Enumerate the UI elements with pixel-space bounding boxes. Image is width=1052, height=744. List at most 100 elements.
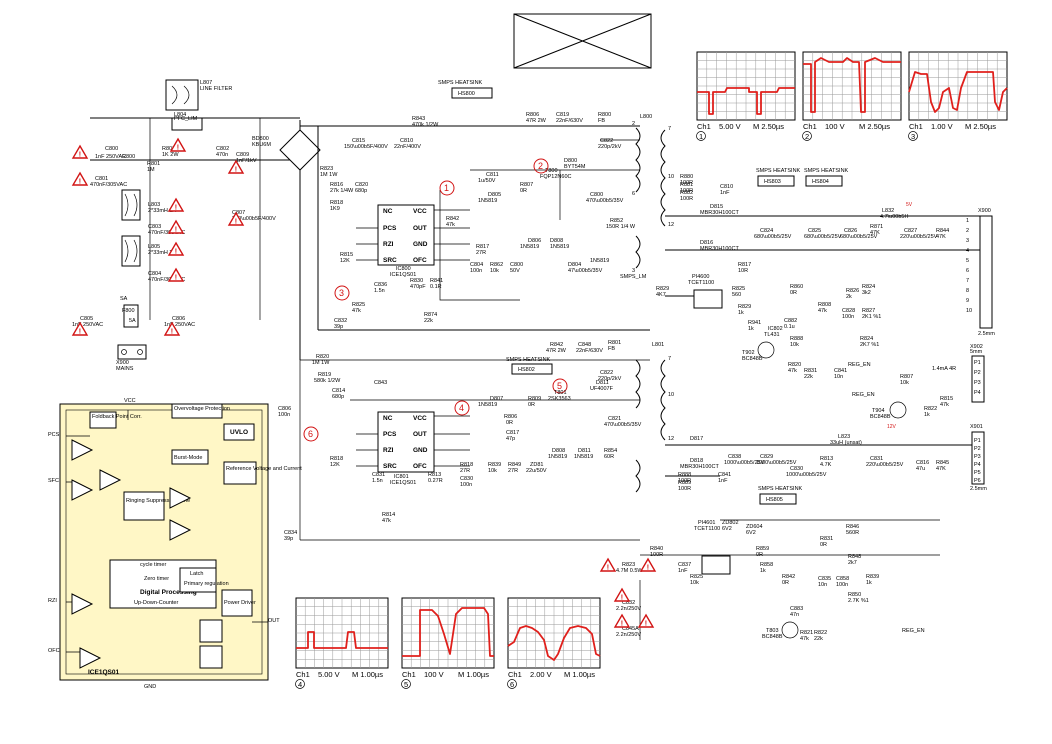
svg-text:SFC: SFC [48,478,59,484]
svg-text:R822: R822 [814,630,827,636]
warning-icon: ! [227,159,245,174]
svg-text:R823: R823 [320,166,333,172]
svg-text:39p: 39p [284,536,293,542]
svg-text:C882: C882 [784,318,797,324]
warning-icon: ! [71,321,89,336]
svg-text:470\u00b5/35V: 470\u00b5/35V [604,422,642,428]
svg-text:MBR30H100CT: MBR30H100CT [680,464,719,470]
svg-text:Latch: Latch [190,571,203,577]
svg-text:R818: R818 [460,462,473,468]
svg-text:100R: 100R [678,478,691,484]
svg-text:Zero timer: Zero timer [144,576,169,582]
svg-text:1nF: 1nF [718,478,728,484]
svg-text:SA: SA [120,296,128,302]
svg-text:RZI: RZI [48,598,57,604]
svg-text:1.5n: 1.5n [372,478,383,484]
test-point-5: 5 [552,378,568,394]
svg-text:1.4mA 4R: 1.4mA 4R [932,366,956,372]
svg-text:220p/2kV: 220p/2kV [598,144,622,150]
svg-text:680p: 680p [355,188,367,194]
svg-text:L800: L800 [640,114,652,120]
svg-text:100R: 100R [650,552,663,558]
svg-text:C806: C806 [172,316,185,322]
output-connector-x900: X900 2.5mm 12 34 56 78 910 [966,208,995,337]
svg-text:R871: R871 [870,224,883,230]
svg-text:D805: D805 [488,192,501,198]
svg-text:SMPS HEATSINK: SMPS HEATSINK [506,357,551,363]
svg-text:580k 1/2W: 580k 1/2W [314,378,341,384]
scope-index: 2 [805,132,809,141]
svg-text:OFC: OFC [48,648,60,654]
svg-text:!: ! [175,275,177,282]
scope-index: 4 [298,680,302,689]
svg-text:R841: R841 [430,278,443,284]
svg-text:HS804: HS804 [812,179,829,185]
svg-text:D811: D811 [596,380,609,386]
svg-text:FQP12N60C: FQP12N60C [540,174,572,180]
svg-text:2SK3563: 2SK3563 [548,396,571,402]
svg-text:470nF/305VAC: 470nF/305VAC [148,230,185,236]
svg-text:0R: 0R [782,580,789,586]
svg-text:1nF: 1nF [720,190,730,196]
heatsink-hs802: SMPS HEATSINK HS802 [506,357,553,375]
svg-text:R862: R862 [490,262,503,268]
svg-text:C832: C832 [334,318,347,324]
svg-text:22u/50V: 22u/50V [526,468,547,474]
svg-text:P1: P1 [974,438,981,444]
title-box [513,13,652,69]
svg-text:IC802: IC802 [768,326,783,332]
svg-text:!: ! [171,329,173,336]
svg-text:HS800: HS800 [458,91,475,97]
svg-text:27k 1/4W: 27k 1/4W [330,188,354,194]
svg-text:60R: 60R [604,454,614,460]
svg-text:22k: 22k [804,374,813,380]
svg-text:C806: C806 [278,406,291,412]
svg-text:PCS: PCS [48,432,60,438]
svg-text:cycle timer: cycle timer [140,562,166,568]
svg-text:2: 2 [538,161,543,171]
svg-text:100n: 100n [842,314,854,320]
svg-text:27R: 27R [476,250,486,256]
svg-text:R859: R859 [756,546,769,552]
svg-text:C804: C804 [470,262,483,268]
svg-text:R818: R818 [330,200,343,206]
svg-text:2.5mm: 2.5mm [978,331,995,337]
svg-text:Primary regulation: Primary regulation [184,581,229,587]
svg-text:PCS: PCS [383,431,397,438]
scope-trace [803,57,901,113]
svg-text:C801: C801 [95,176,108,182]
svg-text:470nF/305VAC: 470nF/305VAC [90,182,127,188]
scope-index-badge [908,131,918,141]
svg-text:C821: C821 [608,416,621,422]
svg-text:PI4600: PI4600 [692,274,709,280]
svg-text:220\u00b5F/400V: 220\u00b5F/400V [232,216,276,222]
svg-text:HS805: HS805 [766,497,783,503]
svg-text:BD800: BD800 [252,136,269,142]
svg-text:R820: R820 [316,354,329,360]
svg-text:UVLO: UVLO [230,429,248,436]
svg-text:C800: C800 [590,192,603,198]
svg-text:Up-Down-Counter: Up-Down-Counter [134,600,178,606]
svg-text:R888: R888 [790,336,803,342]
scope-index: 5 [404,680,408,689]
svg-text:R815: R815 [340,252,353,258]
ice1qs01-block-diagram: VCC PCS SFC RZI OFC OUT GND ICE1QS01 Fol… [48,398,302,690]
svg-text:5: 5 [557,381,562,391]
svg-text:SMPS HEATSINK: SMPS HEATSINK [758,486,803,492]
svg-text:D806: D806 [528,238,541,244]
svg-text:C848: C848 [578,342,591,348]
svg-text:47\u00b5/35V: 47\u00b5/35V [568,268,603,274]
test-point-3: 3 [334,285,350,301]
svg-text:2*33mH 2A: 2*33mH 2A [148,250,176,256]
svg-text:X902: X902 [970,344,983,350]
svg-text:PI4601: PI4601 [698,520,715,526]
scope-index-badge [802,131,812,141]
scope-index-badge [401,679,411,689]
svg-text:HS803: HS803 [764,179,781,185]
svg-text:150\u00b5F/400V: 150\u00b5F/400V [344,144,388,150]
